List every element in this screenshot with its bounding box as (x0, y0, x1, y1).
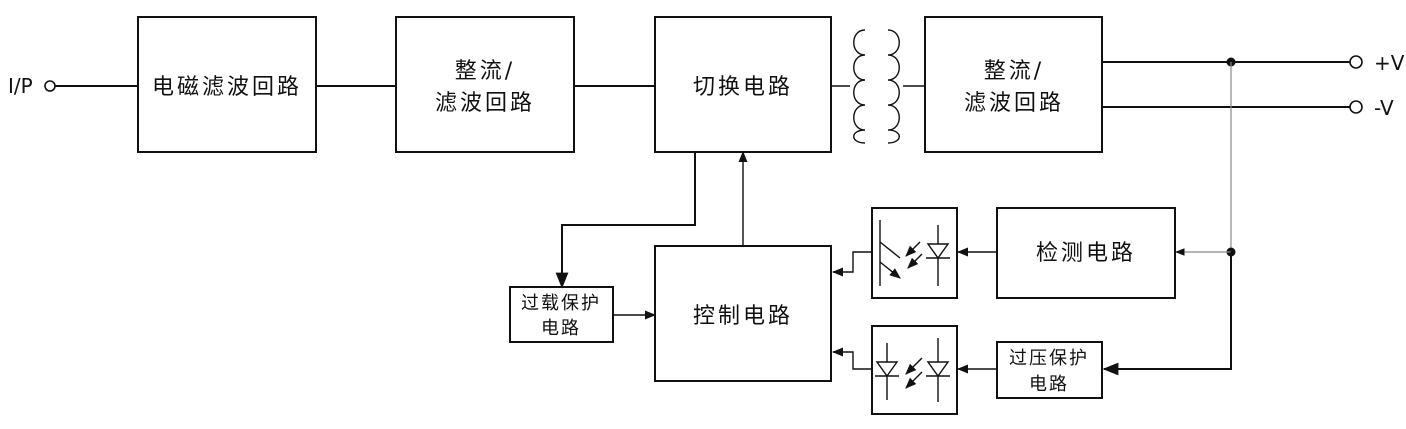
detection-circuit-block: 检测电路 (996, 207, 1176, 299)
switching-label: 切换电路 (693, 75, 793, 100)
rectifier-2-label-line2: 滤波回路 (964, 91, 1064, 116)
optocoupler-icon-2 (871, 325, 958, 415)
output-plus-terminal (1349, 55, 1363, 69)
control-label: 控制电路 (693, 304, 793, 329)
wire-to-overvoltage (1102, 252, 1232, 376)
emi-filter-label: 电磁滤波回路 (152, 75, 302, 100)
emi-filter-block: 电磁滤波回路 (137, 16, 317, 153)
overload-label-line2: 电路 (541, 318, 581, 339)
wire-opto2-control (831, 347, 872, 370)
rectifier-2-label-line1: 整流/ (984, 59, 1044, 84)
wire-opto1-control (831, 251, 872, 277)
rectifier-1-label-line1: 整流/ (455, 59, 515, 84)
optocoupler-icon-1 (871, 207, 958, 299)
detection-label: 检测电路 (1036, 241, 1136, 266)
switching-circuit-block: 切换电路 (654, 16, 832, 153)
overvoltage-label-line2: 电路 (1029, 374, 1069, 395)
output-minus-label: -V (1374, 96, 1394, 120)
rectifier-filter-block-2: 整流/ 滤波回路 (924, 16, 1103, 153)
overvoltage-protection-block: 过压保护 电路 (996, 341, 1103, 399)
overload-label-line1: 过载保护 (521, 293, 601, 314)
transformer-icon (831, 29, 925, 144)
overvoltage-label-line1: 过压保护 (1009, 348, 1089, 369)
rectifier-1-label-line2: 滤波回路 (435, 91, 535, 116)
output-plus-label: +V (1374, 51, 1405, 75)
wire-switch-overload (555, 152, 696, 289)
input-label: I/P (8, 74, 33, 98)
output-minus-terminal (1349, 100, 1363, 114)
input-terminal (44, 80, 56, 92)
rectifier-filter-block-1: 整流/ 滤波回路 (395, 16, 575, 153)
overload-protection-block: 过载保护 电路 (509, 286, 614, 343)
control-circuit-block: 控制电路 (654, 245, 832, 382)
